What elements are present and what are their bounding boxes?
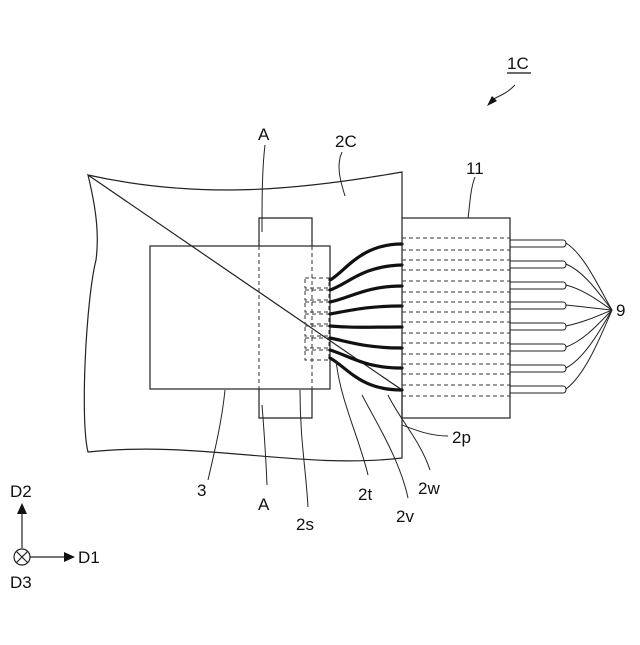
cable-leaders [566, 243, 612, 389]
section-strip-top [259, 218, 312, 246]
leader-2c [339, 152, 345, 196]
chip-rect [150, 246, 330, 389]
label-substrate: 2C [335, 132, 357, 151]
label-2v: 2v [396, 507, 414, 526]
label-section-top: A [258, 125, 270, 144]
connector-channels [402, 238, 510, 396]
leader-2v [362, 395, 408, 498]
label-2s: 2s [296, 515, 314, 534]
connector-rect [402, 218, 510, 418]
label-chip: 3 [197, 481, 206, 500]
label-connector: 11 [466, 159, 484, 178]
leader-11 [468, 177, 475, 218]
axis-label-d1: D1 [78, 548, 100, 567]
label-2w: 2w [418, 479, 440, 498]
axis-label-d3: D3 [10, 573, 32, 592]
leader-3 [208, 390, 225, 480]
leader-2p [402, 425, 448, 436]
substrate-outline [84, 172, 402, 461]
leader-1c [492, 85, 515, 100]
leader-2t [336, 360, 368, 475]
axis-label-d2: D2 [10, 482, 32, 501]
leader-2s [300, 390, 308, 507]
section-strip-bottom [259, 389, 312, 418]
cable-bundle [510, 240, 566, 393]
label-section-bottom: A [258, 495, 270, 514]
label-figure: 1C [507, 54, 529, 73]
hidden-pads [305, 278, 329, 360]
leader-a-bottom [262, 405, 267, 485]
axis-indicator [14, 503, 75, 565]
fanout-traces [330, 244, 402, 390]
label-2t: 2t [358, 485, 372, 504]
label-2p: 2p [452, 428, 471, 447]
label-cables: 9 [616, 301, 625, 320]
